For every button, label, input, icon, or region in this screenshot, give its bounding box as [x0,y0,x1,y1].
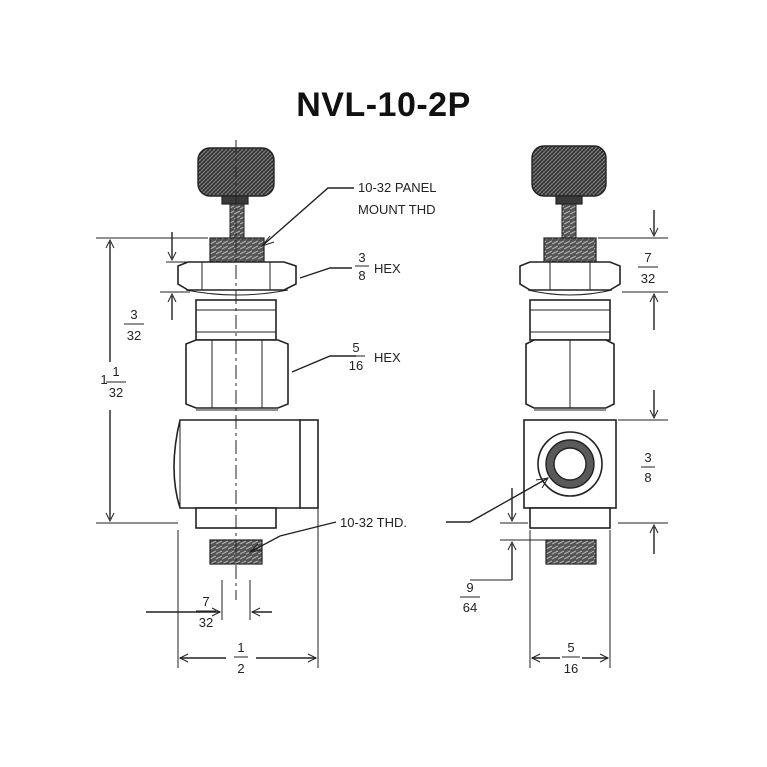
right-panel-thread [543,237,597,265]
right-dimensions [470,210,668,668]
left-small-hex [177,261,297,291]
stem-width-den: 32 [199,615,213,630]
right-bottom-thread [545,539,597,565]
hex-small-label: HEX [374,261,401,276]
left-upper-num: 3 [130,307,137,322]
overall-den: 32 [109,385,123,400]
right-width-num: 5 [567,640,574,655]
right-port-hole [553,447,587,481]
left-stem [229,203,245,241]
right-bottom-collar [529,507,611,529]
body-width-num: 1 [237,640,244,655]
left-large-hex [185,339,289,409]
right-body-den: 8 [644,470,651,485]
right-stem [561,203,577,239]
right-width-den: 16 [564,661,578,676]
hex-large-num: 5 [352,340,359,355]
overall-num: 1 [112,364,119,379]
left-body-port [299,419,319,509]
right-lower-den: 64 [463,600,477,615]
body-width-den: 2 [237,661,244,676]
hex-small-den: 8 [358,268,365,283]
left-body [173,419,307,509]
right-view [519,145,621,565]
right-lower-num: 9 [466,580,473,595]
right-top-den: 32 [641,271,655,286]
left-view [173,140,319,600]
left-upper-den: 32 [127,328,141,343]
hex-small-num: 3 [358,250,365,265]
left-knob-neck [221,195,249,205]
right-bonnet [529,299,611,341]
overall-whole: 1 [100,372,107,387]
drawing-title: NVL-10-2P [296,86,471,124]
left-panel-thread [209,237,265,265]
thread-bottom-label: 10-32 THD. [340,515,407,530]
panel-mount-label-2: MOUNT THD [358,202,436,217]
stem-width-num: 7 [202,594,209,609]
right-knob-neck [555,195,583,205]
hex-large-label: HEX [374,350,401,365]
right-small-hex [519,261,621,291]
panel-mount-label-1: 10-32 PANEL [358,180,437,195]
leader-lines [248,187,549,553]
left-dimensions [96,232,319,668]
right-knob [531,145,607,197]
right-body-num: 3 [644,450,651,465]
hex-large-den: 16 [349,358,363,373]
right-top-num: 7 [644,250,651,265]
